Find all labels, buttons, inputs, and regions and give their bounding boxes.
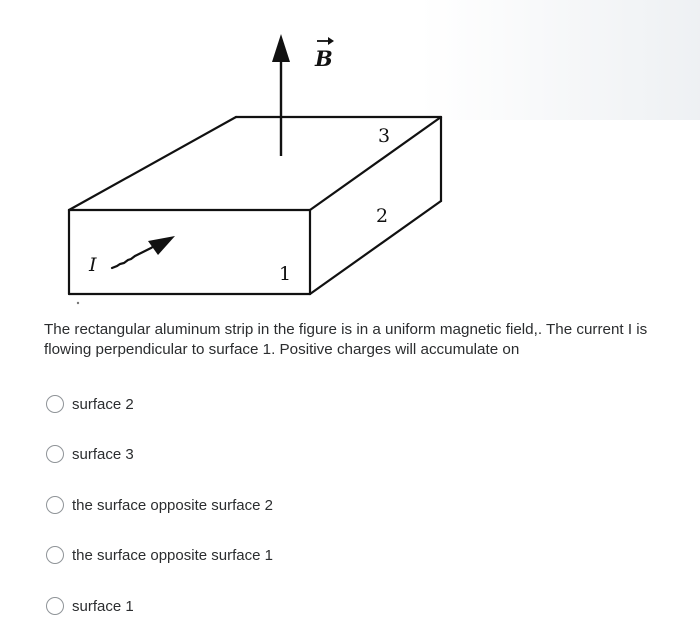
current-arrow-shaft — [110, 242, 159, 270]
aluminum-strip-figure: B I 1 2 3 — [67, 34, 443, 305]
option-label: surface 1 — [72, 597, 134, 615]
question-text: The rectangular aluminum strip in the fi… — [44, 321, 648, 358]
box-outline — [67, 115, 443, 296]
surface-3-label: 3 — [378, 125, 390, 147]
surface-2-label: 2 — [376, 205, 388, 227]
b-field-arrowhead — [272, 34, 290, 62]
current-arrowhead — [148, 236, 175, 255]
option-label: surface 3 — [72, 445, 134, 463]
small-mark — [76, 301, 80, 305]
option-surface-1[interactable]: surface 1 — [46, 594, 134, 618]
radio-button[interactable] — [46, 395, 64, 413]
side-bottom-edge — [308, 199, 443, 296]
option-label: surface 2 — [72, 395, 134, 413]
top-left-edge — [67, 115, 238, 212]
option-surface-2[interactable]: surface 2 — [46, 392, 134, 416]
radio-button[interactable] — [46, 546, 64, 564]
option-opposite-surface-1[interactable]: the surface opposite surface 1 — [46, 543, 273, 567]
option-opposite-surface-2[interactable]: the surface opposite surface 2 — [46, 493, 273, 517]
option-label: the surface opposite surface 2 — [72, 496, 273, 514]
b-vector-head — [328, 37, 334, 45]
surface-1-label: 1 — [279, 263, 291, 285]
option-surface-3[interactable]: surface 3 — [46, 442, 134, 466]
b-label: B — [314, 37, 334, 71]
magnetic-field-arrow — [272, 34, 290, 156]
current-label: I — [88, 254, 97, 276]
option-label: the surface opposite surface 1 — [72, 546, 273, 564]
question-prompt: The rectangular aluminum strip in the fi… — [44, 320, 684, 360]
radio-button[interactable] — [46, 496, 64, 514]
radio-button[interactable] — [46, 597, 64, 615]
radio-button[interactable] — [46, 445, 64, 463]
b-label-text: B — [314, 46, 333, 71]
current-arrow — [110, 236, 175, 270]
top-right-edge — [308, 115, 443, 212]
